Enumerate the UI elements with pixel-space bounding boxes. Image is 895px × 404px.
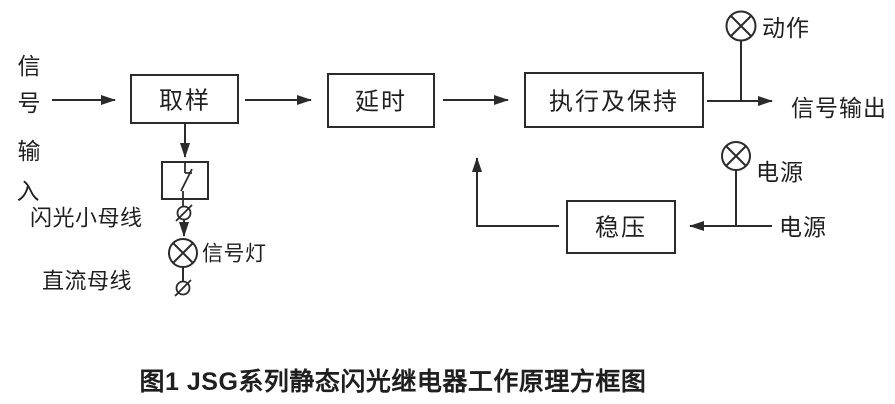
power-lamp-label: 电源 [756, 159, 804, 185]
arrow-regulator-feedback [472, 157, 559, 227]
terminal-icon-top [175, 204, 193, 222]
block-execute-and-hold: 执行及保持 [524, 72, 704, 128]
block-voltage-regulator: 稳压 [566, 200, 676, 254]
action-lamp-icon [725, 10, 757, 42]
signal-input-char-4: 入 [17, 178, 40, 204]
signal-input-vertical-label: 信 号 输 入 [17, 53, 41, 204]
signal-input-char-2: 号 [18, 90, 41, 116]
block-delay: 延时 [327, 73, 435, 128]
block-sampling: 取样 [130, 74, 239, 124]
dc-bus-label: 直流母线 [42, 269, 132, 294]
block-delay-label: 延时 [355, 89, 407, 116]
signal-input-char-3: 输 [18, 138, 41, 164]
signal-input-char-1: 信 [18, 53, 41, 79]
signal-lamp-icon [168, 238, 198, 268]
signal-output-label: 信号输出 [791, 95, 887, 121]
block-execute-and-hold-label: 执行及保持 [549, 89, 679, 116]
flash-minibus-label: 闪光小母线 [30, 206, 143, 231]
block-voltage-regulator-label: 稳压 [595, 215, 647, 242]
action-lamp-label: 动作 [762, 15, 810, 41]
power-lamp-icon [721, 141, 751, 171]
signal-lamp-label: 信号灯 [202, 243, 267, 266]
terminal-icon-bottom [174, 279, 192, 297]
switch-contact-icon [161, 161, 209, 206]
block-sampling-label: 取样 [159, 88, 211, 115]
figure-caption: 图1 JSG系列静态闪光继电器工作原理方框图 [140, 367, 647, 396]
power-source-label: 电源 [779, 214, 827, 240]
